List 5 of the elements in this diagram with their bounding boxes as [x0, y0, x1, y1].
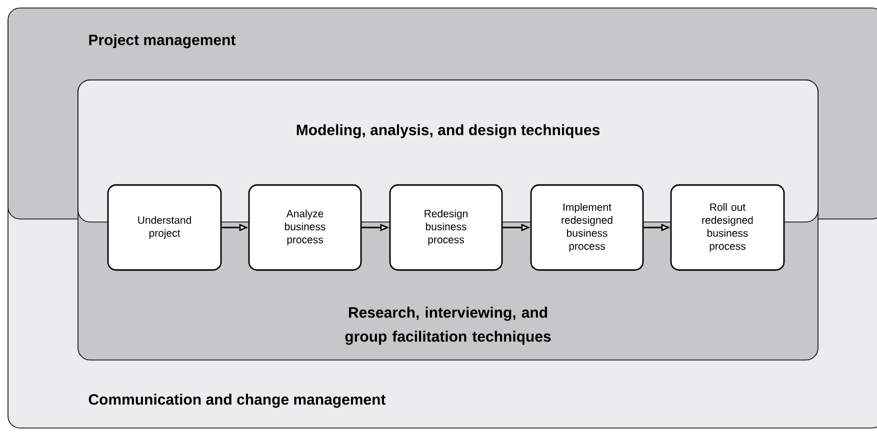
process-box: Roll out redesigned business process [670, 184, 785, 271]
process-box: Redesign business process [389, 184, 503, 271]
process-box: Analyze business process [248, 184, 362, 271]
process-box: Understand project [107, 184, 222, 271]
process-box: Implement redesigned business process [530, 184, 644, 271]
